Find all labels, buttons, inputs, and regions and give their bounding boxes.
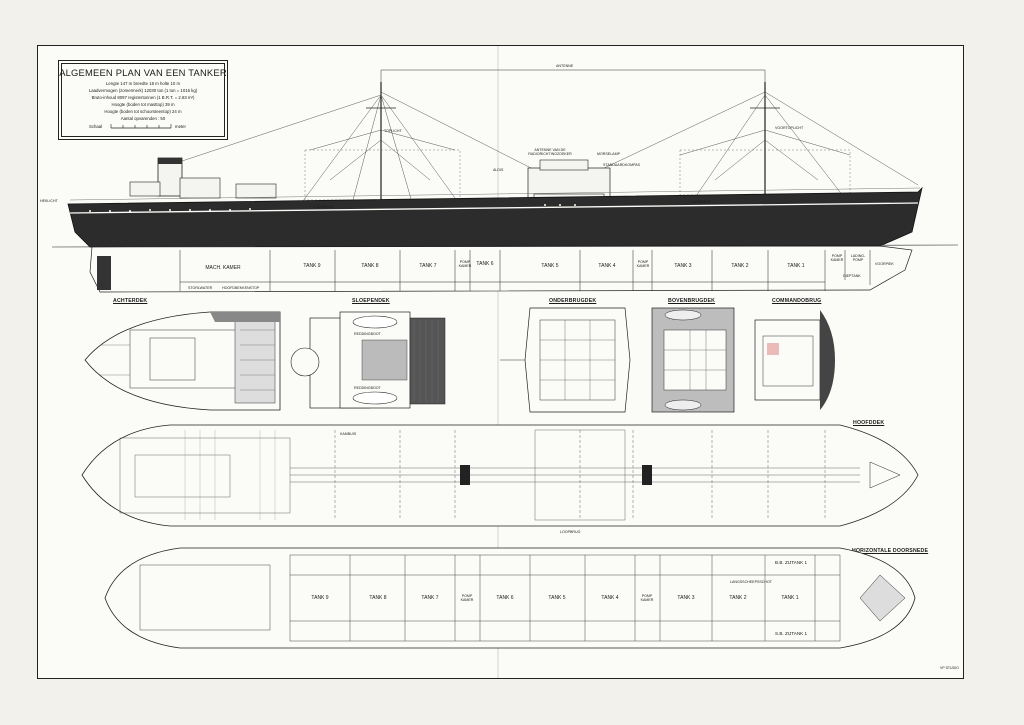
pomp-kamer-label: POMP KAMER <box>458 260 472 268</box>
hoofdbekken-label: HOOFDBEKKENSTOP <box>222 286 260 290</box>
loopbrug-fwd-label: LOOPBRUG <box>690 200 711 204</box>
antenna-label: ANTENNE <box>556 64 574 68</box>
compartment-label: TANK 4 <box>598 263 616 269</box>
horizontal-tank-label: TANK 3 <box>677 595 695 601</box>
compartment-label: TANK 5 <box>541 263 559 269</box>
heklicht-label: HEKLICHT <box>40 199 58 203</box>
credit-label: VP STUDIO <box>940 666 959 670</box>
horizontal-tank-label: TANK 6 <box>496 595 514 601</box>
voortoplicht-label: VOORTOPLICHT <box>775 126 804 130</box>
morselamp-label: MORSELAMP <box>597 152 620 156</box>
scale-unit: meter <box>175 124 186 129</box>
compartment-label: TANK 7 <box>419 263 437 269</box>
toplicht-label: TOPLICHT <box>384 129 402 133</box>
boat-label: REDDINGBOOT <box>354 332 381 336</box>
horizontal-tank-label: TANK 1 <box>781 595 799 601</box>
plan-title: ALGEMEEN PLAN VAN EEN TANKER <box>59 67 227 78</box>
compartment-label: TANK 2 <box>731 263 749 269</box>
spec-line: Aantal opvarenden : 50 <box>120 116 166 121</box>
compartment-label: TANK 9 <box>303 263 321 269</box>
scale-bar <box>110 124 172 129</box>
voorpiek-label: VOORPIEK <box>875 262 894 266</box>
commandobrug-label: COMMANDOBRUG <box>772 298 822 304</box>
spec-line: Hoogte (boden tot masttop) 39 m <box>111 102 175 107</box>
hoofddek-label: HOOFDDEK <box>853 420 885 426</box>
achterdek-label: ACHTERDEK <box>113 298 148 304</box>
pomp-kamer-label: POMP KAMER <box>636 260 650 268</box>
boat-label: REDDINGBOOT <box>354 386 381 390</box>
spec-line: Bruto-inhoud 8097 registertonnen (1 B.R.… <box>91 95 195 100</box>
loopbrug-plan-label: LOOPBRUG <box>560 530 581 534</box>
bb-zijtank-label: B.B. ZIJTANK 1 <box>775 560 808 565</box>
compartment-label: TANK 3 <box>674 263 692 269</box>
horizontal-tank-label: TANK 8 <box>369 595 387 601</box>
scale-label: Schaal <box>89 124 103 129</box>
compartment-label: MACH. KAMER <box>205 265 241 271</box>
aldis-label: ALDIS <box>493 168 504 172</box>
sb-zijtank-label: S.B. ZIJTANK 1 <box>775 631 808 636</box>
bovenbrugdek-label: BOVENBRUGDEK <box>668 298 716 304</box>
horizontal-tank-label: TANK 4 <box>601 595 619 601</box>
spec-line: Hoogte (boden tot schoorsteentop) 24 m <box>104 109 182 114</box>
horizontal-tank-label: TANK 2 <box>729 595 747 601</box>
title-block: ALGEMEEN PLAN VAN EEN TANKER Lengte 147 … <box>58 60 228 140</box>
compartment-label: TANK 6 <box>476 261 494 267</box>
compartment-label: TANK 1 <box>787 263 805 269</box>
radio-label: ANTENNE VAN DE RADIORICHTINGZOEKER <box>528 148 572 156</box>
lading-pomp-label: LADING-POMP <box>850 254 866 262</box>
horizontal-tank-label: TANK 9 <box>311 595 329 601</box>
horizontal-tank-label: POMP KAMER <box>640 594 654 602</box>
spec-line: Laadvermogen (zomermerk) 12030 ton (1 to… <box>88 88 198 93</box>
dieptank-label: DIEPTANK <box>843 274 861 278</box>
sloependek-label: SLOEPENDEK <box>352 298 390 304</box>
compartment-label: TANK 8 <box>361 263 379 269</box>
horizontale-doorsnede-label: HORIZONTALE DOORSNEDE <box>852 548 929 554</box>
spec-line: Lengte 147 m breedte 18 m holte 10 m <box>105 81 181 86</box>
pomp-kamer-label: POMP KAMER <box>830 254 844 262</box>
storlwater-label: STORLWATER <box>188 286 213 290</box>
kambuis-label: KAMBUIS <box>340 432 357 436</box>
onderbrugdek-label: ONDERBRUGDEK <box>549 298 597 304</box>
langsscheepsschot-label: LANGSSCHEEPSSCHOT <box>730 580 772 584</box>
loopbrug-aft-label: LOOPBRUG <box>313 205 334 209</box>
horizontal-tank-label: TANK 7 <box>421 595 439 601</box>
horizontal-tank-label: POMP KAMER <box>460 594 474 602</box>
kompas-label: STANDAARDKOMPAS <box>603 163 641 167</box>
horizontal-tank-label: TANK 5 <box>548 595 566 601</box>
page-fold <box>497 45 499 679</box>
